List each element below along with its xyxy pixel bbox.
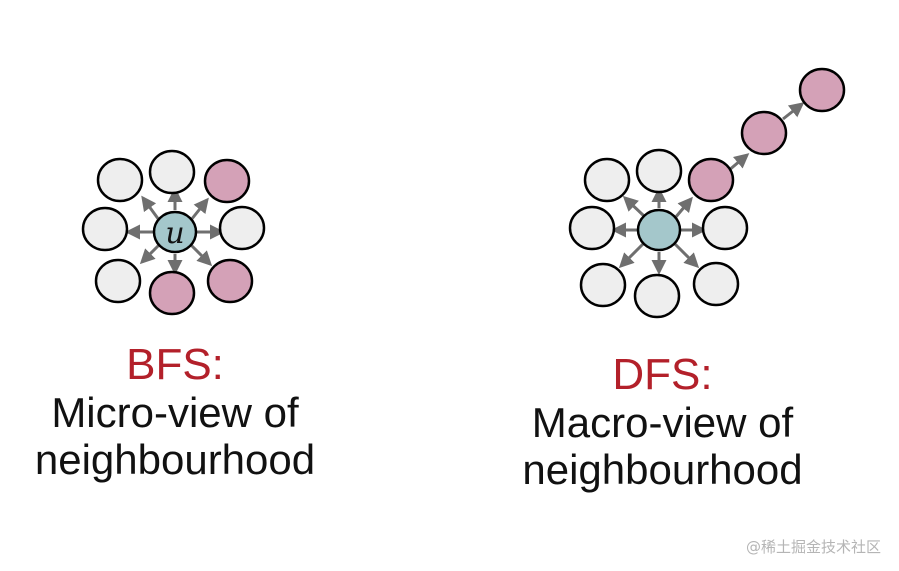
dfs-edges — [611, 102, 805, 275]
bfs-description-line2: neighbourhood — [34, 436, 316, 484]
bfs-description-line1: Micro-view of — [51, 389, 299, 437]
bfs-graph: u — [81, 149, 266, 316]
dfs-edge — [622, 195, 646, 218]
dfs-node-visited — [740, 110, 788, 156]
dfs-edge — [673, 196, 693, 219]
dfs-node — [701, 205, 749, 251]
bfs-node — [96, 157, 144, 203]
bfs-node — [218, 205, 266, 251]
dfs-node — [579, 262, 627, 308]
bfs-method-label: BFS: — [126, 340, 224, 389]
dfs-method-label: DFS: — [612, 350, 713, 399]
bfs-edge — [189, 197, 209, 221]
bfs-node — [81, 206, 129, 252]
bfs-edges — [125, 187, 225, 275]
dfs-caption: DFS: Macro-view of neighbourhood — [500, 350, 825, 493]
dfs-center-node — [636, 208, 682, 252]
bfs-caption: BFS: Micro-view of neighbourhood — [10, 340, 340, 483]
dfs-node — [633, 273, 681, 319]
dfs-nodes — [568, 67, 846, 319]
bfs-nodes — [81, 149, 266, 316]
bfs-node-visited — [148, 270, 196, 316]
dfs-description-line2: neighbourhood — [522, 446, 803, 494]
bfs-edge — [141, 195, 161, 221]
dfs-edge — [782, 102, 805, 121]
bfs-node-visited — [203, 158, 251, 204]
dfs-node — [568, 205, 616, 251]
bfs-center-label: u — [165, 216, 184, 251]
dfs-edge — [727, 153, 750, 173]
dfs-edge — [673, 242, 700, 269]
bfs-center-node — [152, 210, 198, 254]
dfs-graph — [568, 67, 846, 319]
bfs-edge — [139, 243, 161, 265]
bfs-node — [94, 258, 142, 304]
watermark: @稀土掘金技术社区 — [745, 538, 881, 556]
dfs-description-line1: Macro-view of — [531, 399, 794, 447]
dfs-node — [692, 261, 740, 307]
dfs-node-visited — [687, 157, 735, 203]
dfs-node — [583, 157, 631, 203]
bfs-node-visited — [206, 258, 254, 304]
bfs-edge — [189, 243, 213, 267]
bfs-node — [148, 149, 196, 195]
dfs-edge — [618, 242, 645, 269]
dfs-node — [635, 148, 683, 194]
dfs-node-visited — [798, 67, 846, 113]
